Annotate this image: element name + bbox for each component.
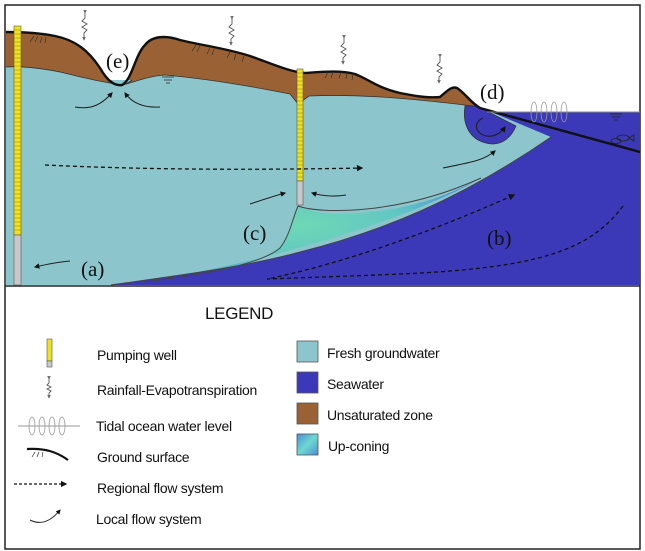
legend-label-seawater: Seawater [327, 376, 384, 392]
legend-label-pumping-well: Pumping well [97, 347, 177, 363]
local-flow-arrow [475, 117, 506, 137]
rainfall-evapotranspiration-icon [45, 376, 53, 399]
label-d: (d) [480, 80, 505, 104]
ground-hatching [29, 35, 354, 81]
pumping-well-icon [46, 338, 53, 368]
tidal-wave-icon [18, 416, 80, 436]
legend-label-local-flow: Local flow system [96, 511, 201, 527]
legend-label-tidal: Tidal ocean water level [96, 418, 232, 434]
legend-label-upconing: Up-coning [328, 438, 389, 454]
label-c: (c) [243, 221, 266, 245]
ground-surface-icon [26, 447, 69, 461]
legend-title: LEGEND [205, 304, 273, 323]
submarine-discharge-zone [463, 105, 517, 145]
pumping-well-left [13, 25, 22, 286]
upconing-boundary [143, 205, 299, 283]
tidal-wave-icon [530, 101, 568, 123]
legend-label-regional-flow: Regional flow system [97, 480, 223, 496]
rainfall-evapotranspiration-icon [81, 10, 443, 84]
water-level-symbol-icon [162, 76, 622, 121]
legend-label-ground-surface: Ground surface [97, 449, 190, 465]
swatch-upconing [296, 433, 319, 456]
label-e: (e) [106, 49, 129, 73]
label-b: (b) [487, 226, 512, 250]
legend-label-fresh-groundwater: Fresh groundwater [327, 345, 440, 361]
curved-arrow-icon [29, 509, 61, 523]
label-a: (a) [81, 257, 104, 281]
saltwater-interface [110, 136, 552, 286]
seawater-zone [111, 106, 640, 285]
regional-flow-arrow [44, 164, 624, 280]
ground-surface [5, 30, 641, 154]
fish-icon [610, 134, 635, 144]
upconing-zone [144, 178, 481, 282]
pumping-well-middle [296, 68, 304, 206]
water-table [5, 66, 474, 107]
legend-label-unsaturated-zone: Unsaturated zone [327, 407, 433, 423]
swatch-fresh-groundwater [296, 340, 319, 363]
swatch-seawater [296, 371, 319, 394]
local-flow-arrow [33, 92, 496, 269]
legend-label-rainfall: Rainfall-Evapotranspiration [97, 382, 257, 398]
upconing-top [297, 177, 482, 211]
unsaturated-zone [6, 32, 480, 108]
swatch-unsaturated-zone [296, 402, 319, 425]
